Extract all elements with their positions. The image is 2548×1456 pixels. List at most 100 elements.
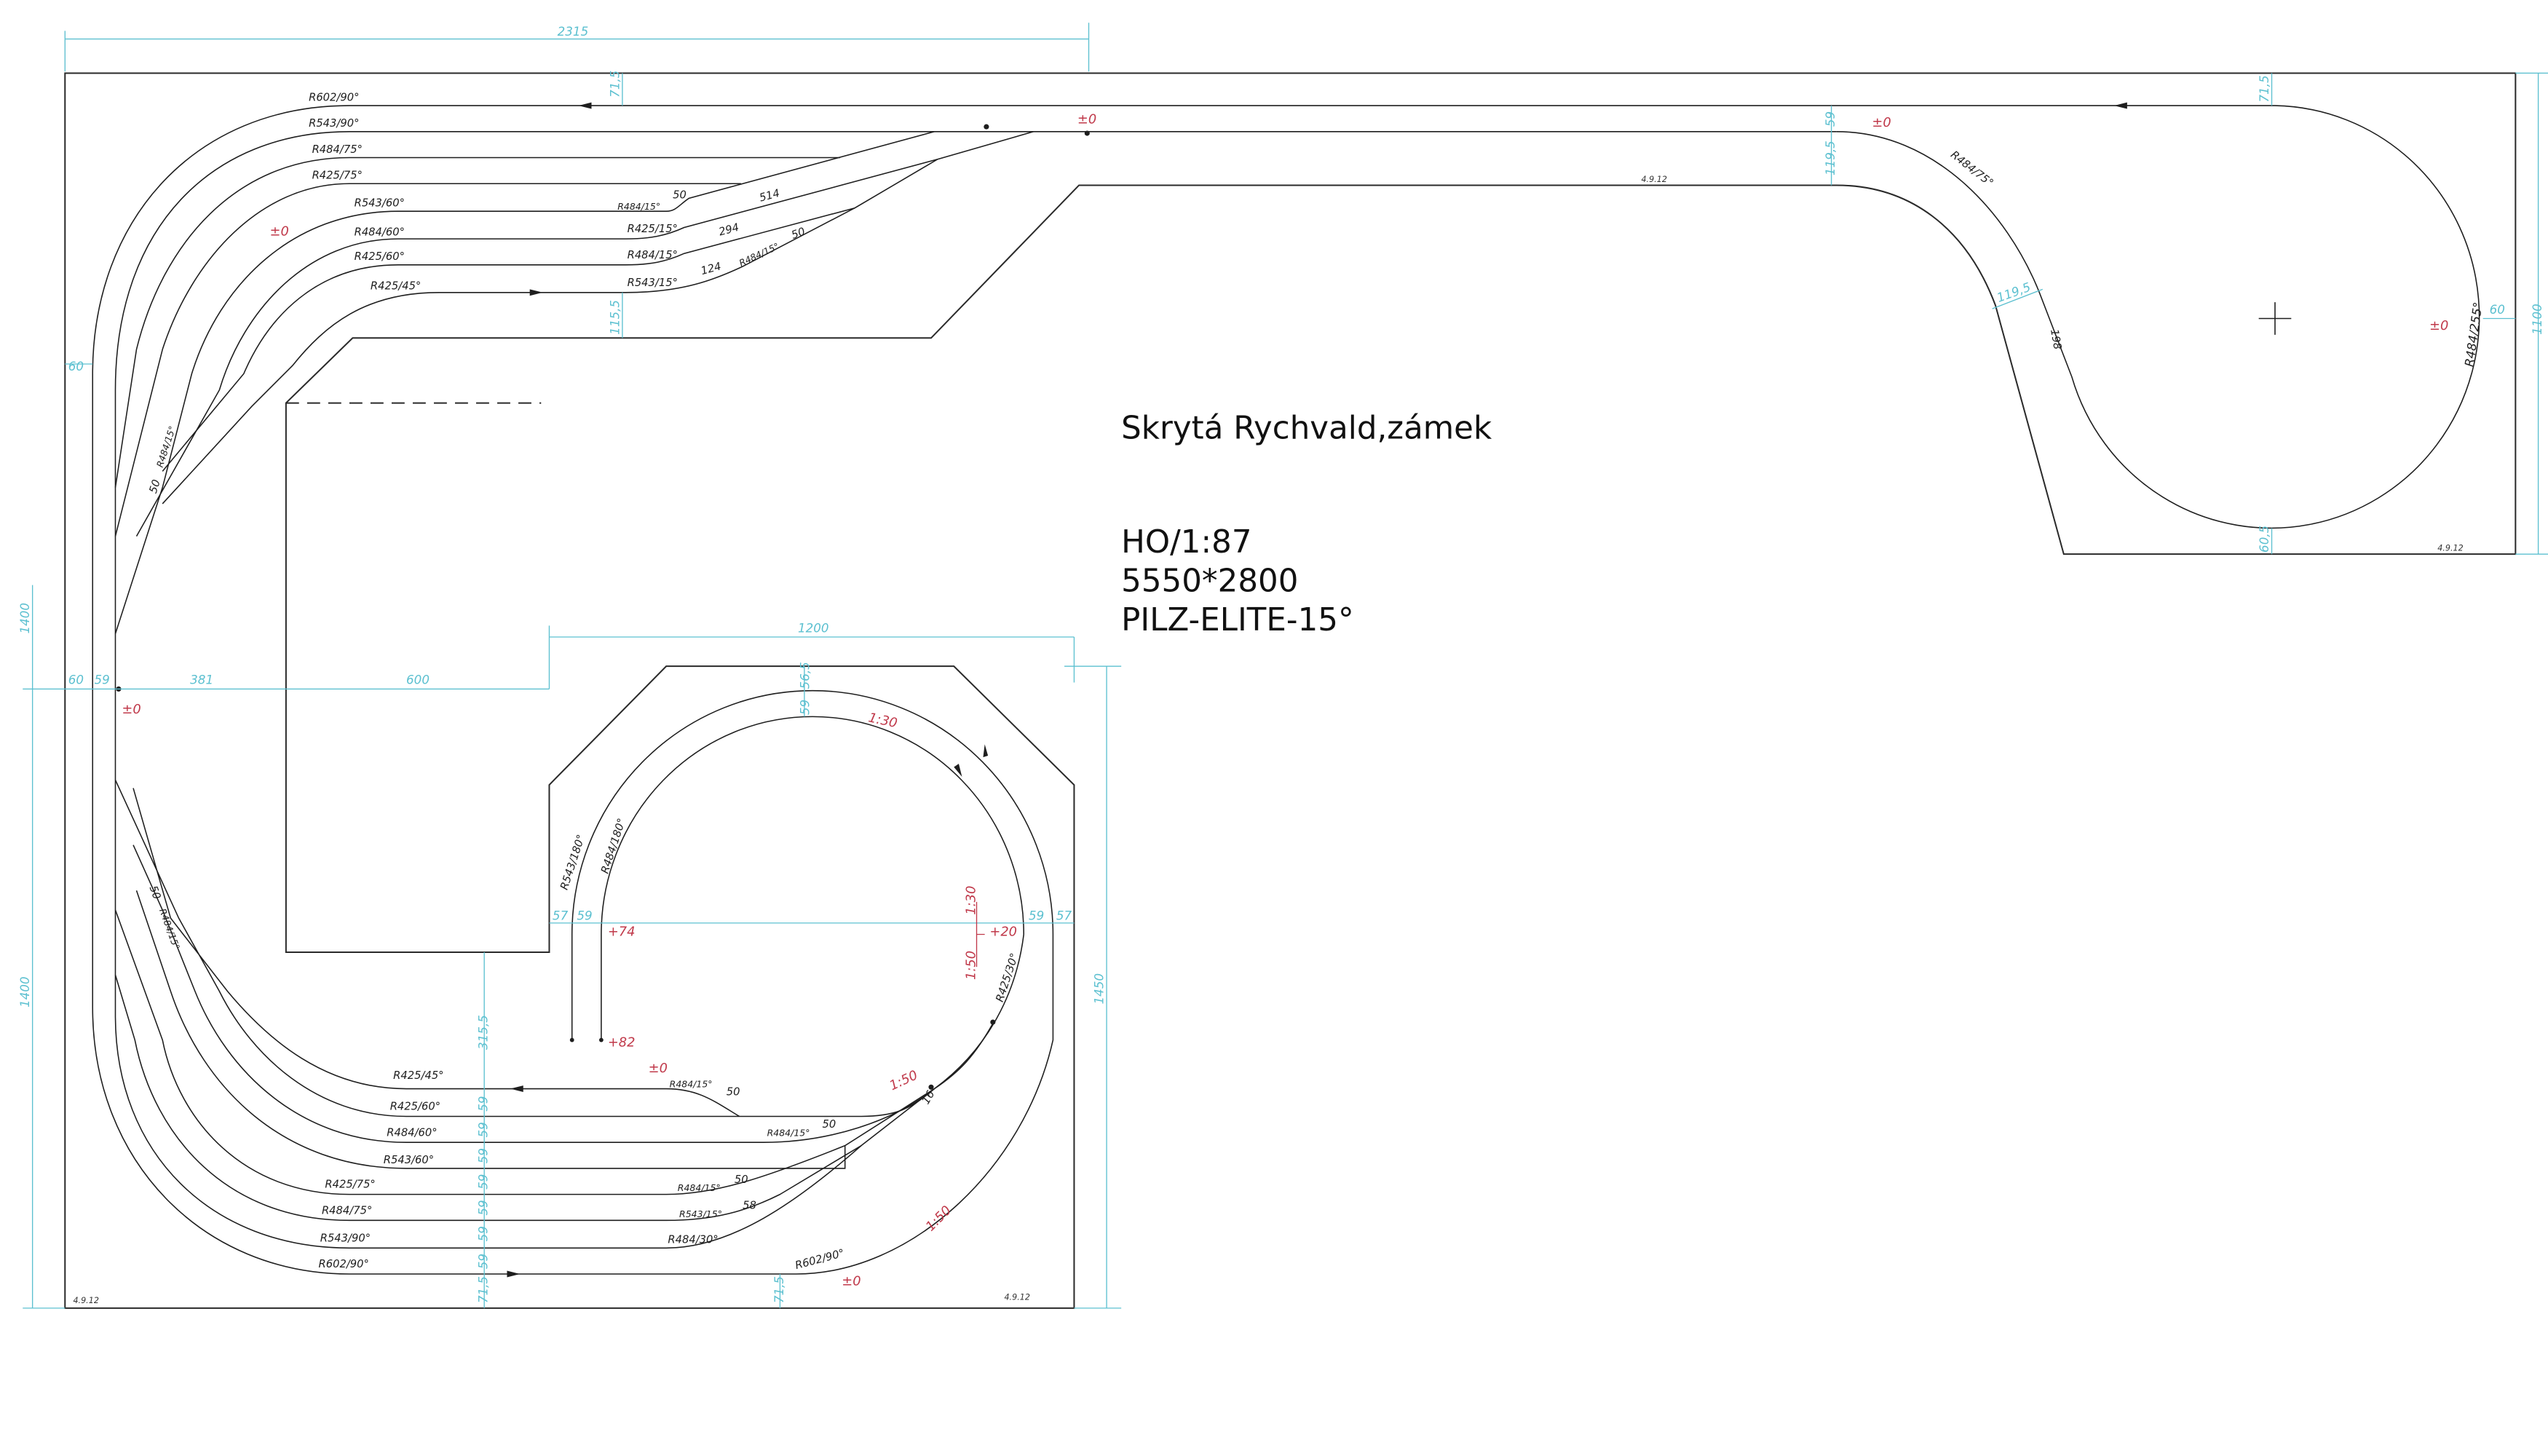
dimension-label: 71,5 [607, 71, 622, 98]
dimension-lines [23, 23, 2548, 1309]
dimension-label: 115,5 [607, 300, 622, 335]
elevation-label: ±0 [1077, 112, 1096, 127]
track-label: R425/30° [994, 951, 1021, 1003]
track-bottom-r425-45 [132, 788, 740, 1117]
track-label: R484/15° [670, 1078, 713, 1089]
dimension-label: 60 [68, 359, 84, 373]
dimension-label: 59 [94, 673, 109, 687]
track-bottom-r543-60 [135, 890, 846, 1169]
track-label: R602/90° [319, 1258, 369, 1270]
dimension-label: 59 [1029, 908, 1044, 922]
dimension-label: 59 [577, 908, 592, 922]
dimension-label: 2315 [558, 24, 589, 39]
dimension-label: 60 [2490, 302, 2505, 317]
track-label: R484/75° [322, 1204, 372, 1216]
track-label: 16 [919, 1088, 937, 1107]
signature-date: 4.9.12 [73, 1296, 98, 1305]
track-label: R543/15° [679, 1208, 722, 1219]
gradient-change-marker [976, 901, 985, 968]
dimension-label: 1200 [798, 620, 829, 635]
track-r425-30 [934, 1020, 995, 1090]
track-top-r484-60 [135, 131, 1034, 537]
dimension-label: 57 [1056, 908, 1072, 922]
track-label: 50 [147, 478, 163, 495]
elevation-label: 1:50 [887, 1067, 920, 1093]
signature-date: 4.9.12 [2437, 544, 2463, 553]
arrow-left-icon [510, 1085, 523, 1092]
board-outline [64, 72, 2517, 1309]
track-label: R484/255° [2461, 301, 2485, 368]
track-bottom-r425-75 [114, 909, 935, 1195]
dimension-label: 1400 [17, 603, 32, 634]
arrow-left-icon [2114, 102, 2127, 109]
track-label: R484/15° [617, 201, 660, 212]
dimension-label: 71,5 [2257, 75, 2271, 102]
dimension-label: 57 [553, 908, 569, 922]
dimension-label: 71,5 [476, 1276, 491, 1303]
elevation-point-icon [569, 1037, 574, 1042]
track-label: R484/15° [767, 1127, 810, 1138]
direction-arrows [116, 102, 2292, 1278]
track-inner-loop-r484 [601, 716, 1025, 1040]
track-label: R484/60° [355, 226, 405, 239]
elevation-label: 1:30 [867, 710, 899, 731]
track-label: R425/75° [325, 1179, 375, 1191]
track-label: R425/45° [371, 280, 421, 292]
track-label: R543/90° [320, 1232, 371, 1244]
arrow-right-icon [507, 1270, 521, 1278]
elevation-point-icon [598, 1037, 604, 1042]
board-outer-edge [64, 72, 2517, 1309]
dimension-label: 1100 [2530, 304, 2544, 335]
elevation-labels: ±0 ±0 ±0 ±0 +74 +82 ±0 1:50 1:30 1:30 +2… [122, 112, 2448, 1289]
track-bottom-r484-60 [132, 844, 935, 1143]
track-label: R484/60° [387, 1126, 437, 1139]
elevation-label: +74 [608, 925, 636, 940]
track-label: 58 [743, 1200, 756, 1212]
track-label: R543/60° [384, 1154, 434, 1166]
dimension-label: 60,5 [2257, 526, 2271, 553]
track-label: R602/90° [794, 1247, 845, 1272]
track-label: R484/15° [737, 240, 781, 268]
track-label: 50 [673, 189, 687, 201]
layout-title: Skrytá Rychvald,zámek [1121, 411, 1492, 447]
dimension-line-1450 [1064, 665, 1122, 1309]
track-label: 294 [717, 221, 740, 239]
track-label: R425/45° [393, 1069, 443, 1082]
dimension-label: 59 [476, 1122, 491, 1137]
elevation-label: 1:50 [963, 951, 978, 980]
dimension-line-2315 [64, 23, 1090, 72]
arrow-up-icon [983, 744, 989, 758]
dimension-label: 60 [68, 673, 84, 687]
signatures: 4.9.12 4.9.12 4.9.12 4.9.12 [73, 175, 2463, 1305]
track-top-r425-45 [162, 207, 855, 505]
track-labels: R602/90° R543/90° R484/75° R425/75° R543… [147, 91, 2485, 1272]
track-label: R543/15° [628, 277, 678, 289]
track-label: R425/75° [312, 170, 363, 182]
track-label: 124 [700, 260, 723, 277]
arrow-left-icon [578, 102, 592, 109]
elevation-label: ±0 [1872, 115, 1891, 130]
dimension-label: 600 [406, 673, 430, 687]
elevation-label: ±0 [270, 224, 289, 240]
signature-date: 4.9.12 [1641, 175, 1666, 184]
track-label: R543/90° [309, 117, 359, 130]
title-block: Skrytá Rychvald,zámek HO/1:87 5550*2800 … [1121, 411, 1492, 638]
track-label: R425/15° [628, 223, 678, 235]
dimension-label: 59 [476, 1096, 491, 1111]
dimension-label: 59 [1823, 111, 1837, 127]
dimension-label: 59 [476, 1226, 491, 1241]
track-label: R543/60° [355, 197, 405, 209]
switch-point-icon [990, 1019, 996, 1025]
loop-center-cross-icon [2258, 302, 2292, 335]
track-label: 198 [2048, 328, 2064, 351]
track-label: R484/15° [678, 1182, 721, 1193]
arrow-down-icon [954, 764, 962, 777]
layout-track-system: PILZ-ELITE-15° [1121, 602, 1354, 638]
dimension-label: 1400 [17, 976, 32, 1008]
track-main-r543 [114, 131, 1837, 1249]
layout-scale: HO/1:87 [1121, 524, 1251, 561]
elevation-label: +20 [989, 925, 1017, 940]
track-label: R602/90° [309, 91, 359, 103]
dimension-line-1200 [548, 625, 1075, 689]
